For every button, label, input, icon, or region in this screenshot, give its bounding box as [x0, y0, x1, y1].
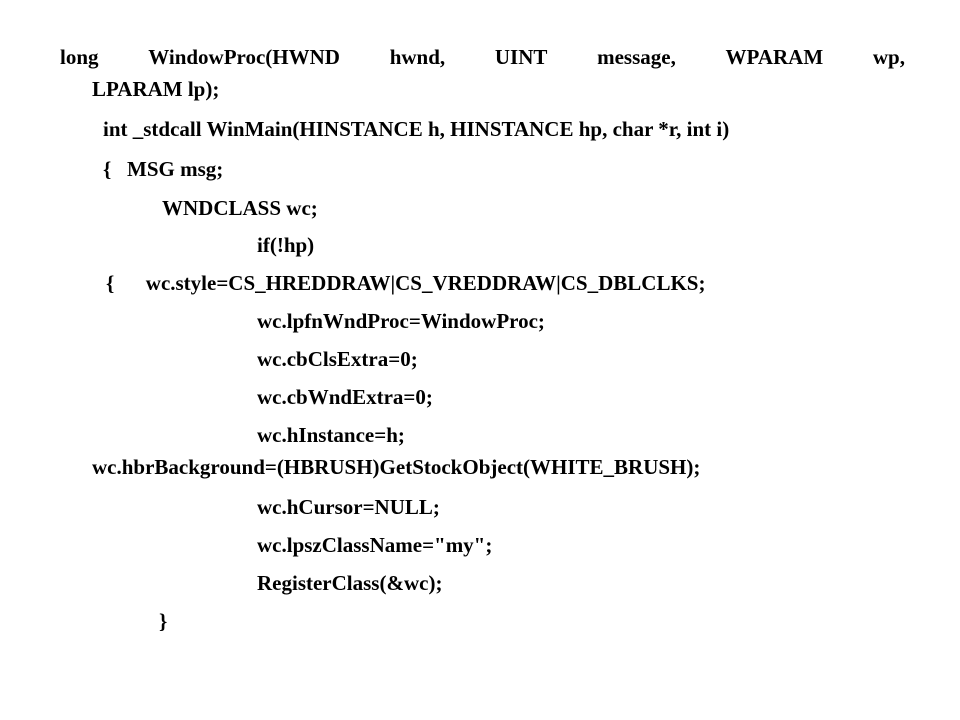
code-line-close-brace: }: [159, 609, 168, 633]
code-line-wc-cbclsextra: wc.cbClsExtra=0;: [257, 347, 418, 371]
code-line-wc-cbwndextra: wc.cbWndExtra=0;: [257, 385, 433, 409]
code-line-wc-hcursor: wc.hCursor=NULL;: [257, 495, 440, 519]
code-token: wp,: [872, 45, 905, 69]
code-token: hwnd,: [389, 45, 446, 69]
code-line-registerclass: RegisterClass(&wc);: [257, 571, 443, 595]
code-line-wc-lpszclassname: wc.lpszClassName="my";: [257, 533, 493, 557]
code-token: message,: [597, 45, 676, 69]
code-line-windowproc-decl-cont: LPARAM lp);: [92, 77, 220, 101]
code-token: WPARAM: [725, 45, 824, 69]
code-line-if-hp: if(!hp): [257, 233, 315, 257]
code-token: WindowProc(HWND: [148, 45, 340, 69]
code-line-wc-hbrbackground: wc.hbrBackground=(HBRUSH)GetStockObject(…: [92, 455, 701, 479]
code-line-windowproc-decl: long WindowProc(HWND hwnd, UINT message,…: [60, 44, 905, 70]
code-line-wndclass: WNDCLASS wc;: [162, 196, 318, 220]
code-line-wc-hinstance: wc.hInstance=h;: [257, 423, 405, 447]
code-token: long: [60, 45, 99, 69]
code-line-open-brace-msg: { MSG msg;: [103, 157, 224, 181]
code-token: UINT: [494, 45, 548, 69]
code-line-winmain-decl: int _stdcall WinMain(HINSTANCE h, HINSTA…: [103, 117, 730, 141]
code-line-wc-style: { wc.style=CS_HREDDRAW|CS_VREDDRAW|CS_DB…: [106, 271, 706, 295]
code-line-wc-lpfnwndproc: wc.lpfnWndProc=WindowProc;: [257, 309, 545, 333]
